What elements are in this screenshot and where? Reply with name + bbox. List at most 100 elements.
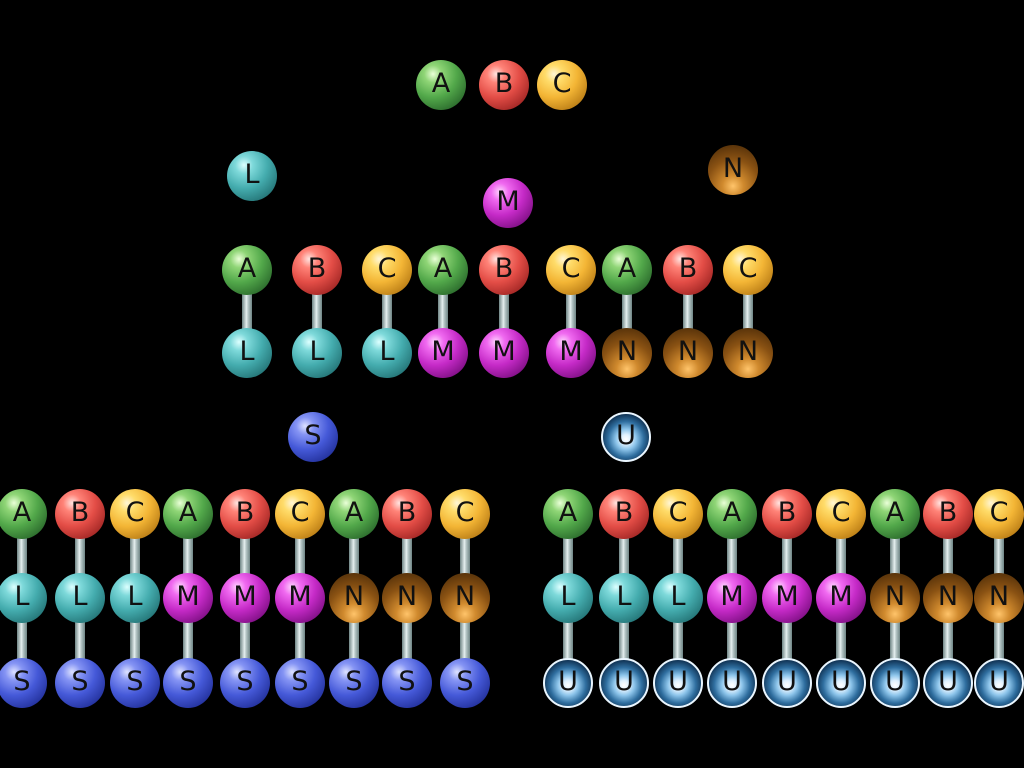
- middle-chain-bottom-atom: M: [546, 328, 596, 378]
- middle-chain-bottom-atom: L: [362, 328, 412, 378]
- top-atom-b: B: [479, 60, 529, 110]
- right-chain-top-atom-label: A: [886, 497, 904, 528]
- right-chain-middle-atom-label: L: [560, 581, 575, 612]
- right-chain-bottom-atom-label: U: [614, 666, 634, 697]
- middle-chain-top-atom-label: C: [378, 253, 397, 284]
- middle-chain-bottom-atom: N: [602, 328, 652, 378]
- middle-chain-top-atom-label: C: [562, 253, 581, 284]
- right-chain-bottom-atom-label: U: [885, 666, 905, 697]
- right-chain-top-atom: B: [599, 489, 649, 539]
- left-chain-top-atom: B: [55, 489, 105, 539]
- middle-chain-top-atom-label: C: [739, 253, 758, 284]
- left-chain-middle-atom: N: [382, 573, 432, 623]
- left-chain-top-atom: B: [220, 489, 270, 539]
- left-chain-top-atom-label: C: [126, 497, 145, 528]
- middle-chain-top-atom: A: [602, 245, 652, 295]
- left-chain-top-atom: A: [329, 489, 379, 539]
- left-chain-bottom-atom-label: S: [236, 666, 253, 697]
- left-chain-bottom-atom: S: [55, 658, 105, 708]
- left-chain-middle-atom-label: L: [72, 581, 87, 612]
- middle-chain-bottom-atom-label: L: [309, 336, 324, 367]
- right-chain-bottom-atom: U: [870, 658, 920, 708]
- left-chain-middle-atom: M: [275, 573, 325, 623]
- right-chain-middle-atom-label: M: [720, 581, 743, 612]
- right-chain-middle-atom: L: [653, 573, 703, 623]
- middle-chain-bottom-atom: L: [292, 328, 342, 378]
- right-chain-top-atom-label: A: [559, 497, 577, 528]
- right-chain-middle-atom: M: [762, 573, 812, 623]
- left-chain-bottom-atom: S: [110, 658, 160, 708]
- middle-chain-bottom-atom-label: L: [379, 336, 394, 367]
- left-chain-middle-atom: L: [0, 573, 47, 623]
- middle-chain-top-atom: A: [418, 245, 468, 295]
- left-chain-middle-atom-label: L: [127, 581, 142, 612]
- right-chain-middle-atom-label: M: [829, 581, 852, 612]
- left-chain-middle-atom: L: [55, 573, 105, 623]
- right-chain-top-atom-label: B: [939, 497, 958, 528]
- left-chain-top-atom-label: C: [291, 497, 310, 528]
- right-chain-middle-atom: N: [870, 573, 920, 623]
- right-chain-bottom-atom: U: [707, 658, 757, 708]
- right-chain-bottom-atom: U: [599, 658, 649, 708]
- middle-chain-top-atom-label: A: [238, 253, 256, 284]
- single-atom-l: L: [227, 151, 277, 201]
- right-chain-middle-atom-label: N: [885, 581, 905, 612]
- middle-chain-top-atom-label: A: [618, 253, 636, 284]
- left-chain-bottom-atom: S: [440, 658, 490, 708]
- right-chain-middle-atom-label: N: [989, 581, 1009, 612]
- left-chain-top-atom-label: C: [456, 497, 475, 528]
- middle-chain-top-atom-label: B: [308, 253, 327, 284]
- right-chain-bottom-atom: U: [923, 658, 973, 708]
- left-chain-top-atom: A: [163, 489, 213, 539]
- left-chain-top-atom: B: [382, 489, 432, 539]
- left-chain-middle-atom-label: N: [344, 581, 364, 612]
- left-chain-top-atom: A: [0, 489, 47, 539]
- left-chain-bottom-atom: S: [382, 658, 432, 708]
- left-chain-middle-atom: M: [220, 573, 270, 623]
- right-chain-middle-atom: L: [543, 573, 593, 623]
- right-chain-bottom-atom: U: [974, 658, 1024, 708]
- left-chain-top-atom: C: [275, 489, 325, 539]
- left-chain-top-atom: C: [110, 489, 160, 539]
- right-chain-bottom-atom: U: [816, 658, 866, 708]
- right-chain-middle-atom: M: [707, 573, 757, 623]
- left-chain-middle-atom-label: N: [455, 581, 475, 612]
- left-chain-bottom-atom-label: S: [179, 666, 196, 697]
- right-chain-top-atom: C: [816, 489, 866, 539]
- middle-chain-bottom-atom: M: [418, 328, 468, 378]
- middle-chain-top-atom: A: [222, 245, 272, 295]
- left-chain-bottom-atom: S: [0, 658, 47, 708]
- left-chain-bottom-atom-label: S: [345, 666, 362, 697]
- middle-chain-top-atom: B: [663, 245, 713, 295]
- left-chain-middle-atom: N: [440, 573, 490, 623]
- right-chain-top-atom-label: C: [990, 497, 1009, 528]
- right-chain-middle-atom: L: [599, 573, 649, 623]
- left-chain-middle-atom: M: [163, 573, 213, 623]
- single-atom-l-label: L: [244, 159, 259, 190]
- right-chain-top-atom: B: [762, 489, 812, 539]
- single-atom-u-label: U: [616, 420, 636, 451]
- right-chain-bottom-atom-label: U: [668, 666, 688, 697]
- middle-chain-top-atom-label: B: [495, 253, 514, 284]
- right-chain-top-atom: A: [543, 489, 593, 539]
- top-atom-c-label: C: [553, 68, 572, 99]
- left-chain-bottom-atom: S: [163, 658, 213, 708]
- middle-chain-bottom-atom: N: [663, 328, 713, 378]
- right-chain-bottom-atom: U: [762, 658, 812, 708]
- right-chain-top-atom: C: [974, 489, 1024, 539]
- right-chain-top-atom-label: B: [615, 497, 634, 528]
- right-chain-bottom-atom-label: U: [558, 666, 578, 697]
- left-chain-middle-atom-label: M: [288, 581, 311, 612]
- right-chain-bottom-atom-label: U: [831, 666, 851, 697]
- top-atom-c: C: [537, 60, 587, 110]
- right-chain-top-atom-label: A: [723, 497, 741, 528]
- middle-chain-bottom-atom-label: N: [738, 336, 758, 367]
- middle-chain-top-atom: C: [723, 245, 773, 295]
- right-chain-bottom-atom-label: U: [938, 666, 958, 697]
- right-chain-middle-atom: N: [974, 573, 1024, 623]
- left-chain-bottom-atom-label: S: [456, 666, 473, 697]
- left-chain-top-atom-label: B: [398, 497, 417, 528]
- middle-chain-top-atom: B: [479, 245, 529, 295]
- right-chain-middle-atom-label: L: [616, 581, 631, 612]
